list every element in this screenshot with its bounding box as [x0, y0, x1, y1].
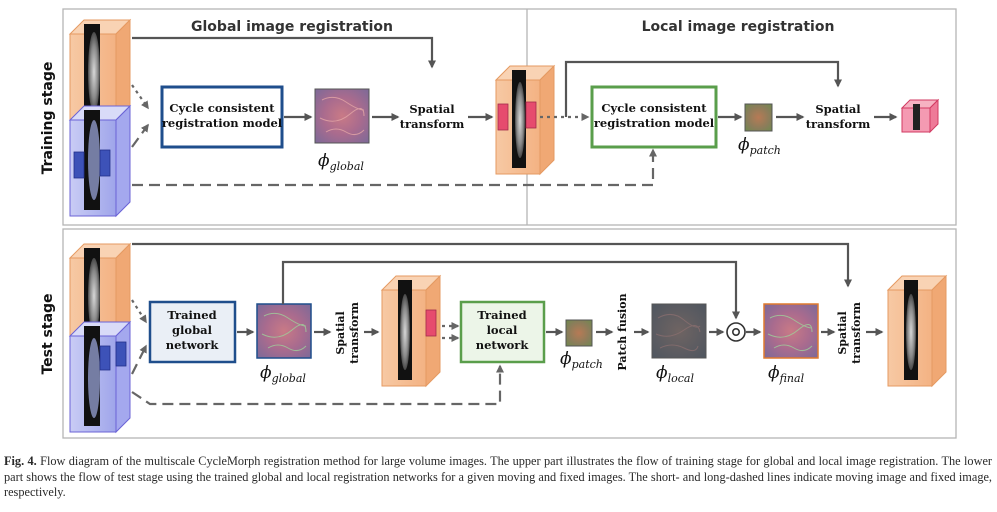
- test-spatial-transform-2-line2: transform: [850, 302, 863, 364]
- global-net-label-line2: global: [172, 323, 213, 337]
- global-model-label-line1: Cycle consistent: [169, 101, 275, 115]
- phi-global-training: ϕglobal: [318, 151, 364, 173]
- warped-to-spatial2-arrow: [564, 60, 842, 117]
- test-moving-to-final-spatial-arrow: [132, 242, 852, 288]
- training-panel: [62, 8, 957, 226]
- trained-local-network-box: [459, 300, 546, 364]
- local-registration-model-box: [590, 85, 718, 149]
- test-deformation-field-global: [256, 303, 312, 359]
- output-patch-cube: [900, 98, 940, 134]
- patch-fusion-label: Patch fusion: [616, 293, 629, 370]
- test-stage-label: Test stage: [40, 293, 56, 374]
- spatial-transform-1-line2: transform: [400, 117, 465, 131]
- phi-local-test: ϕlocal: [656, 363, 694, 385]
- local-net-label-line2: local: [487, 323, 518, 337]
- spatial-transform-2-line1: Spatial: [815, 102, 861, 116]
- fixed-to-local-dash-line: [132, 148, 657, 187]
- deformation-field-final: [763, 303, 819, 359]
- global-net-label-line1: Trained: [167, 308, 216, 322]
- deformation-field-global: [314, 88, 370, 144]
- test-spatial-transform-1-line2: transform: [348, 302, 361, 364]
- test-fixed-long-dash-line: [131, 344, 147, 375]
- trained-global-network-box: [148, 300, 237, 364]
- test-output-registered-volume: [886, 274, 948, 388]
- cyclemorph-flow-diagram: Training stage Test stage Global image r…: [40, 8, 957, 439]
- moving-to-spatial-arrow: [132, 36, 436, 69]
- local-model-label-line1: Cycle consistent: [601, 101, 707, 115]
- spatial-transform-2-line2: transform: [806, 117, 871, 131]
- phi-global-test: ϕglobal: [260, 363, 306, 385]
- warped-volume-with-patches: [494, 64, 556, 176]
- training-stage-label: Training stage: [40, 62, 56, 175]
- caption-text: Flow diagram of the multiscale CycleMorp…: [4, 454, 992, 499]
- global-registration-model-box: [160, 85, 284, 149]
- deformation-field-patch-training: [744, 103, 773, 132]
- test-warped-volume-with-patches: [380, 274, 442, 388]
- test-panel: [62, 228, 957, 439]
- moving-short-dash-line: [131, 84, 149, 110]
- local-net-label-line1: Trained: [477, 308, 526, 322]
- phi-final-test: ϕfinal: [768, 363, 805, 385]
- test-fixed-to-local-dash-line: [131, 364, 504, 406]
- composition-operator-icon: [726, 322, 746, 342]
- phi-patch-test: ϕpatch: [560, 349, 603, 371]
- test-spatial-transform-1-line1: Spatial: [334, 311, 347, 354]
- phi-patch-training: ϕpatch: [738, 135, 781, 157]
- deformation-field-local: [651, 303, 707, 359]
- local-registration-header: Local image registration: [642, 19, 835, 35]
- caption-label: Fig. 4.: [4, 454, 37, 468]
- local-model-label-line2: registration model: [594, 116, 715, 130]
- test-spatial-transform-2-line1: Spatial: [836, 311, 849, 354]
- test-field-to-final-arrow: [281, 260, 740, 320]
- global-model-label-line2: registration model: [162, 116, 283, 130]
- test-fixed-image-volume: [68, 320, 132, 434]
- test-moving-short-dash-line: [131, 299, 147, 324]
- global-registration-header: Global image registration: [191, 19, 393, 35]
- spatial-transform-1-line1: Spatial: [409, 102, 455, 116]
- test-deformation-field-patch: [565, 319, 593, 347]
- global-net-label-line3: network: [166, 338, 220, 352]
- local-net-label-line3: network: [476, 338, 530, 352]
- fixed-image-volume: [68, 104, 132, 218]
- figure-caption: Fig. 4. Flow diagram of the multiscale C…: [4, 454, 992, 501]
- fixed-long-dash-line: [131, 123, 149, 148]
